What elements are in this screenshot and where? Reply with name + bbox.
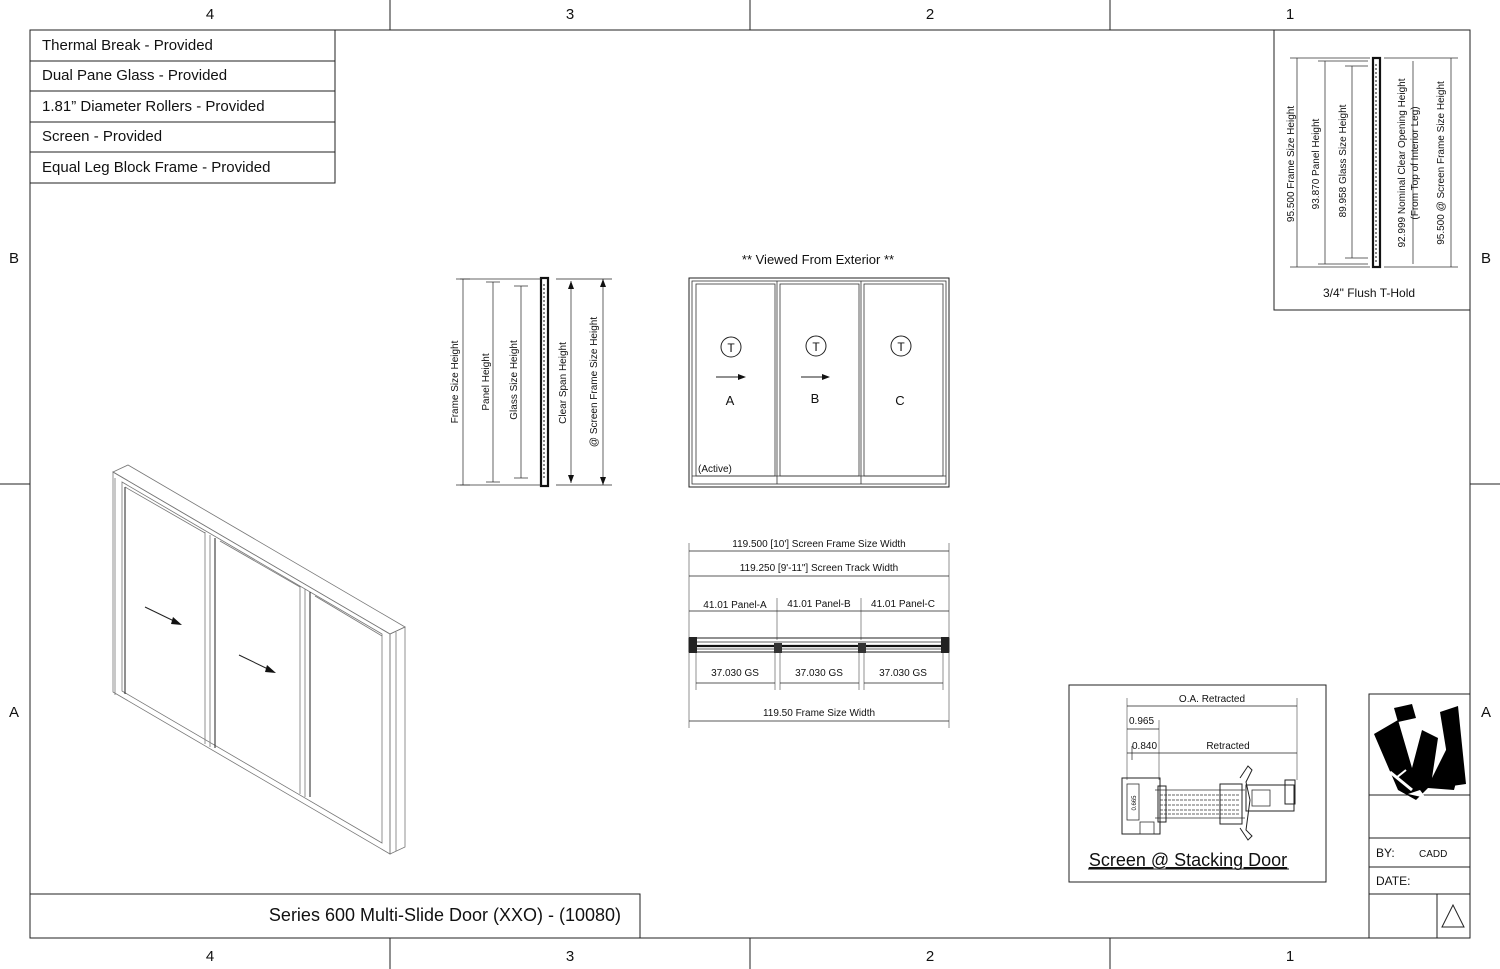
zone-labels: 4 3 2 1 4 3 2 1 B A B A [9, 6, 1491, 965]
section-label: Panel Height [481, 353, 492, 410]
slide-arrow-icon [716, 374, 746, 380]
zone-row-right: B [1481, 250, 1491, 267]
section-label: @ Screen Frame Size Height [589, 317, 600, 447]
tee-marker-label: T [727, 341, 735, 355]
plan-view: 119.500 [10'] Screen Frame Size Width 11… [688, 539, 950, 728]
tee-hold-label: 95.500 @ Screen Frame Size Height [1436, 81, 1447, 245]
panel-letter: B [811, 391, 820, 406]
stacking-dim: 0.840 [1132, 741, 1157, 752]
panel-letter: C [895, 393, 904, 408]
front-elevation: ** Viewed From Exterior ** T T T A B C (… [688, 252, 950, 488]
feature-item: Thermal Break - Provided [42, 37, 213, 54]
zone-col-top: 2 [926, 6, 934, 23]
feature-item: Dual Pane Glass - Provided [42, 67, 227, 84]
tee-marker-label: T [812, 340, 820, 354]
tee-marker-b [805, 335, 827, 357]
dim-screen-track-width: 119.250 [9'-11"] Screen Track Width [740, 563, 899, 574]
stack-rollers [1160, 794, 1240, 815]
feature-item: Equal Leg Block Frame - Provided [42, 159, 270, 176]
tee-marker-a [720, 336, 742, 358]
zone-col-bottom: 1 [1286, 948, 1294, 965]
dim-panel: 41.01 Panel-C [871, 599, 935, 610]
tee-hold-label: 95.500 Frame Size Height [1286, 106, 1297, 222]
dim-glass-size: 37.030 GS [795, 668, 843, 679]
date-label: DATE: [1376, 874, 1410, 888]
zone-row-left: A [9, 704, 19, 721]
slide-arrow-icon [801, 374, 830, 380]
stacking-oa: O.A. Retracted [1179, 694, 1245, 705]
tee-hold-label: 93.870 Panel Height [1311, 118, 1322, 209]
tee-hold-label: 89.958 Glass Size Height [1338, 104, 1349, 217]
tee-marker-c [890, 335, 912, 357]
tee-hold-label: (From Top of Interior Leg) [1410, 106, 1421, 219]
zone-row-left: B [9, 250, 19, 267]
tee-marker-label: T [897, 340, 905, 354]
feature-table: Thermal Break - Provided Dual Pane Glass… [29, 29, 336, 184]
title-block: BY: CADD DATE: [1368, 693, 1471, 939]
drawing-title-block: Series 600 Multi-Slide Door (XXO) - (100… [29, 893, 641, 939]
by-value: CADD [1419, 849, 1447, 860]
vertical-section: Frame Size Height Panel Height Glass Siz… [450, 276, 612, 488]
stacking-small-dim: 0.665 [1132, 795, 1138, 811]
slide-arrow-icon [238, 654, 276, 673]
section-label: Glass Size Height [509, 340, 520, 420]
zone-col-top: 3 [566, 6, 574, 23]
dim-frame-width: 119.50 Frame Size Width [763, 708, 875, 719]
stacking-dim: 0.965 [1129, 716, 1154, 727]
section-label: Frame Size Height [450, 340, 461, 423]
zone-col-bottom: 2 [926, 948, 934, 965]
zone-col-bottom: 4 [206, 948, 214, 965]
stacking-retracted: Retracted [1206, 741, 1249, 752]
isometric-view [112, 464, 406, 855]
company-logo [1374, 704, 1466, 800]
tee-hold-caption: 3/4" Flush T-Hold [1323, 286, 1415, 300]
tee-hold-label: 92.999 Nominal Clear Opening Height [1397, 78, 1408, 247]
revision-triangle-icon [1441, 903, 1465, 928]
dim-panel: 41.01 Panel-B [787, 599, 851, 610]
zone-row-right: A [1481, 704, 1491, 721]
stacking-detail: O.A. Retracted 0.965 0.840 Retracted 0.6… [1068, 684, 1327, 883]
zone-col-top: 1 [1286, 6, 1294, 23]
dim-screen-frame-width: 119.500 [10'] Screen Frame Size Width [732, 539, 905, 550]
by-label: BY: [1376, 846, 1395, 860]
feature-item: 1.81” Diameter Rollers - Provided [42, 98, 265, 115]
drawing-title: Series 600 Multi-Slide Door (XXO) - (100… [269, 905, 621, 925]
tee-hold-detail: 95.500 Frame Size Height 93.870 Panel He… [1273, 29, 1471, 311]
slide-arrow-icon [144, 606, 182, 625]
stacking-caption: Screen @ Stacking Door [1089, 850, 1287, 870]
dim-panel: 41.01 Panel-A [703, 600, 767, 611]
elevation-title: ** Viewed From Exterior ** [742, 252, 894, 267]
zone-col-top: 4 [206, 6, 214, 23]
zone-col-bottom: 3 [566, 948, 574, 965]
section-label: Clear Span Height [558, 342, 569, 424]
feature-item: Screen - Provided [42, 128, 162, 145]
dim-glass-size: 37.030 GS [879, 668, 927, 679]
dim-glass-size: 37.030 GS [711, 668, 759, 679]
active-label: (Active) [698, 464, 732, 475]
panel-letter: A [726, 393, 735, 408]
